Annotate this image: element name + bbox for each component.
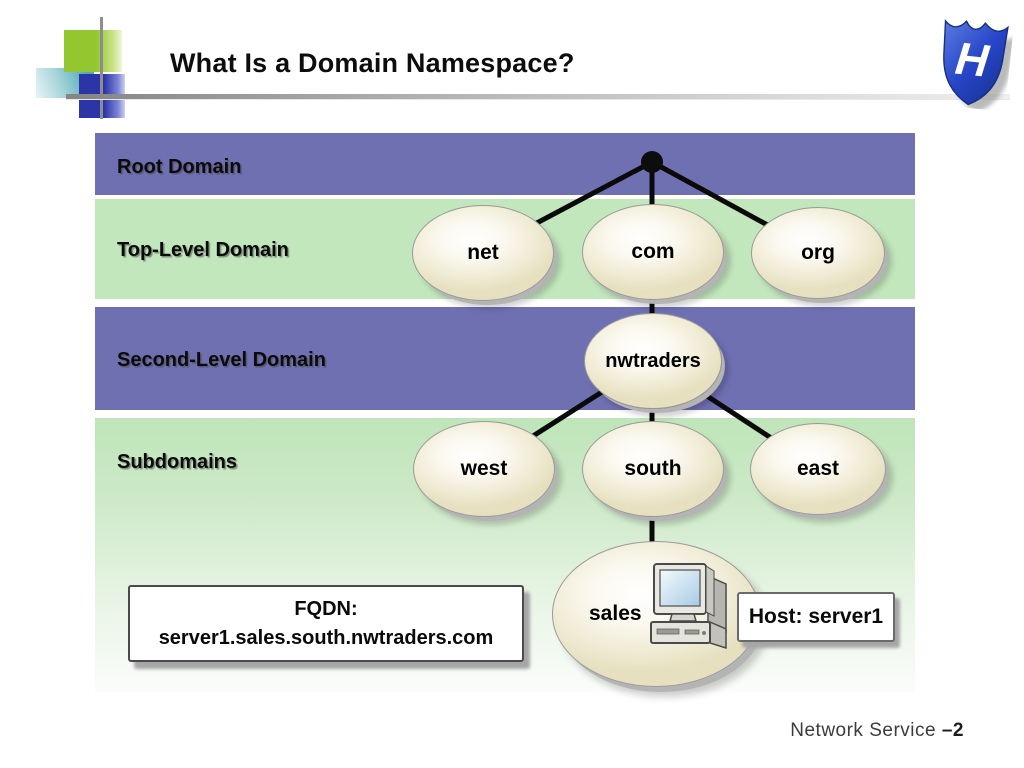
fqdn-value: server1.sales.south.nwtraders.com (158, 626, 494, 649)
page-number: –2 (941, 720, 964, 741)
node-south: south (582, 421, 724, 517)
node-west: west (413, 421, 555, 517)
fqdn-label: FQDN: (294, 597, 358, 620)
node-label: com (631, 240, 675, 263)
host-callout: Host: server1 (737, 592, 895, 642)
slide-footer: Network Service –2 (790, 720, 964, 742)
node-nwtraders: nwtraders (584, 313, 722, 409)
deco-vertical-line (100, 17, 103, 119)
deco-horizontal-line (66, 94, 1010, 100)
node-label: west (460, 457, 508, 480)
logo-letter: H (953, 33, 992, 87)
band-label-root: Root Domain (117, 156, 242, 178)
shield-logo-icon: H (943, 19, 1015, 112)
node-label: sales (589, 602, 642, 625)
node-label: east (796, 457, 840, 480)
node-com: com (582, 204, 724, 300)
page-title: What Is a Domain Namespace? (170, 48, 575, 78)
node-label: south (624, 457, 682, 480)
fqdn-callout: FQDN: server1.sales.south.nwtraders.com (128, 585, 524, 662)
band-label-top-level: Top-Level Domain (117, 239, 289, 261)
computer-icon (650, 563, 727, 650)
host-label: Host: server1 (748, 605, 884, 628)
node-east: east (750, 423, 886, 515)
node-label: org (801, 241, 835, 264)
node-net: net (412, 205, 554, 301)
band-label-subdomains: Subdomains (117, 451, 238, 473)
band-label-second-level: Second-Level Domain (117, 349, 326, 371)
node-label: nwtraders (605, 349, 701, 372)
deco-square-green (64, 30, 122, 72)
node-label: net (467, 241, 499, 264)
node-org: org (751, 207, 885, 299)
footer-text: Network Service (790, 720, 942, 741)
